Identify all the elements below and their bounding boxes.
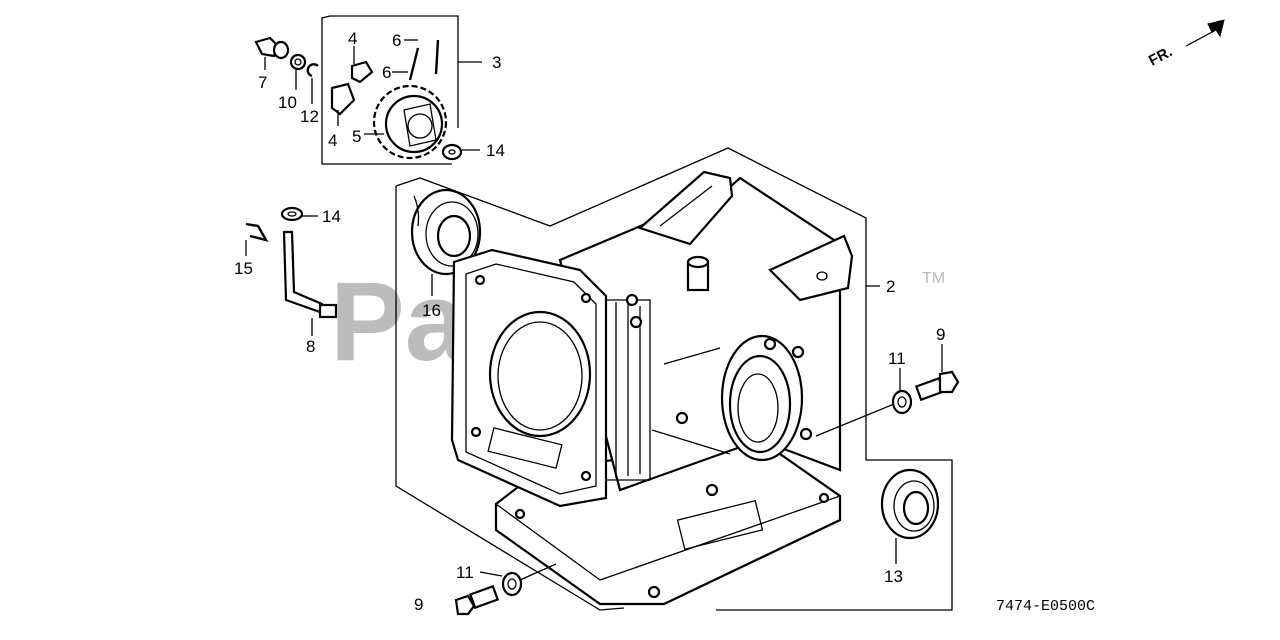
callout-6-upper: 6	[392, 31, 401, 50]
crankcase-group-boundary-right	[395, 147, 953, 611]
callout-11-bottom: 11	[456, 563, 474, 582]
part-11-washer-bottom	[501, 571, 523, 597]
diagram-code: 7474-E0500C	[996, 598, 1095, 615]
callout-8: 8	[306, 337, 315, 356]
callout-labels: 3 4 6 6 7 10 12 4 5 14 14 15 8 16 2 9 11…	[234, 29, 945, 614]
part-15-clip	[245, 222, 269, 242]
part-2-crankcase	[450, 170, 854, 606]
leader-11-bottom-to-case	[519, 563, 557, 581]
front-arrow-icon	[1185, 19, 1225, 47]
callout-14-upper: 14	[486, 141, 505, 160]
part-4-lower	[330, 82, 356, 116]
callout-11-right: 11	[888, 349, 906, 368]
callout-10: 10	[278, 93, 297, 112]
part-9-bolt-right	[914, 370, 960, 402]
callout-12: 12	[300, 107, 319, 126]
part-9-bolt-bottom	[454, 584, 500, 616]
part-7-bolt	[254, 36, 290, 60]
front-label: FR.	[1146, 43, 1175, 69]
leader-11-right-to-case	[815, 403, 895, 437]
part-16-bearing	[410, 188, 482, 276]
part-13-oil-seal	[880, 468, 940, 540]
part-6-pin-b	[434, 39, 440, 75]
callout-13: 13	[884, 567, 903, 586]
callout-5: 5	[352, 127, 361, 146]
part-6-pin-a	[408, 47, 420, 81]
part-10-washer	[289, 53, 307, 71]
part-12-clip	[306, 63, 319, 78]
part-14-washer-lower	[280, 206, 304, 222]
part-8-breather-tube	[282, 230, 338, 319]
watermark-trademark: TM	[922, 270, 945, 287]
callout-3: 3	[492, 53, 501, 72]
callout-9-right: 9	[936, 325, 945, 344]
callout-2: 2	[886, 277, 895, 296]
callout-6-lower: 6	[382, 63, 391, 82]
part-4-upper	[350, 60, 374, 84]
crankcase-group-boundary-left	[395, 186, 625, 611]
callout-4-lower: 4	[328, 131, 337, 150]
part-14-washer-upper	[441, 143, 463, 161]
callout-leaders	[245, 39, 943, 577]
part-11-washer-right	[891, 389, 913, 415]
part-5-gear	[372, 84, 448, 160]
callout-4-upper: 4	[348, 29, 357, 48]
governor-assembly-group	[254, 15, 482, 165]
callout-15: 15	[234, 259, 253, 278]
callout-16: 16	[422, 301, 441, 320]
callout-14-lower: 14	[322, 207, 341, 226]
callout-9-bottom: 9	[414, 595, 423, 614]
front-direction-indicator: FR.	[1146, 19, 1225, 70]
callout-7: 7	[258, 73, 267, 92]
